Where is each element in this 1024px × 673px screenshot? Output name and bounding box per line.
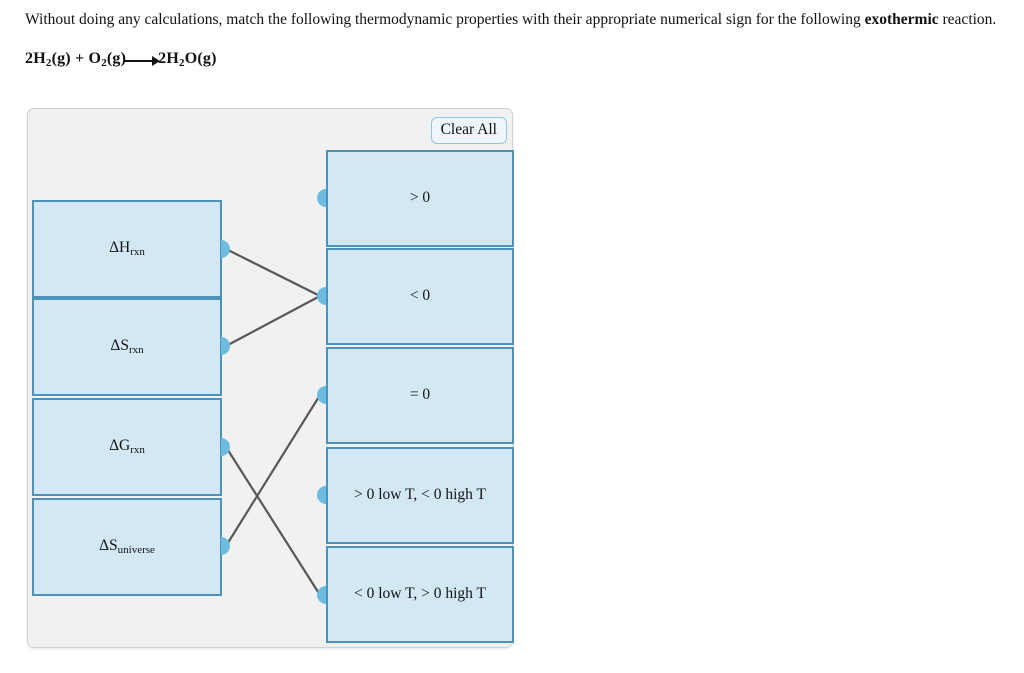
connector-knob-delta-h-rxn[interactable] <box>221 240 230 258</box>
property-tile-delta-h-rxn-label: ΔHrxn <box>109 238 145 258</box>
equation-reactant-2-subscript: 2 <box>101 57 107 69</box>
answer-tile-greater-than-zero[interactable]: > 0 <box>326 150 514 247</box>
answer-tile-pos-low-t-neg-high-t-label: > 0 low T, < 0 high T <box>353 485 486 503</box>
answer-tile-neg-low-t-pos-high-t-label: < 0 low T, > 0 high T <box>353 584 486 602</box>
property-tile-delta-s-universe[interactable]: ΔSuniverse <box>32 498 222 596</box>
connector-knob-less-than-zero[interactable] <box>317 287 326 305</box>
equation-reactant-1-state: (g) <box>51 50 71 67</box>
answer-tile-pos-low-t-neg-high-t[interactable]: > 0 low T, < 0 high T <box>326 447 514 544</box>
equation-product-rest: O <box>184 50 198 67</box>
wire-delta-h-rxn-to-less-than-zero <box>225 248 321 297</box>
connector-knob-delta-s-rxn[interactable] <box>221 337 230 355</box>
equation-plus: + <box>70 50 89 67</box>
answer-tile-neg-low-t-pos-high-t[interactable]: < 0 low T, > 0 high T <box>326 546 514 643</box>
property-tile-delta-g-rxn[interactable]: ΔGrxn <box>32 398 222 496</box>
answer-tile-equal-zero[interactable]: = 0 <box>326 347 514 444</box>
answer-tile-less-than-zero-label: < 0 <box>409 286 431 304</box>
chemical-equation: 2H2(g) + O2(g)2H2O(g) <box>25 50 217 69</box>
connector-knob-delta-g-rxn[interactable] <box>221 438 230 456</box>
connector-knob-neg-low-t-pos-high-t[interactable] <box>317 586 326 604</box>
property-tile-delta-g-rxn-label: ΔGrxn <box>109 436 145 456</box>
connector-knob-greater-than-zero[interactable] <box>317 189 326 207</box>
wire-delta-s-rxn-to-less-than-zero <box>225 295 321 347</box>
clear-all-button[interactable]: Clear All <box>430 117 507 144</box>
connector-knob-equal-zero[interactable] <box>317 386 326 404</box>
property-tile-delta-s-rxn[interactable]: ΔSrxn <box>32 298 222 396</box>
equation-product-state: (g) <box>197 50 217 67</box>
equation-product-subscript: 2 <box>179 57 185 69</box>
property-tile-delta-h-rxn[interactable]: ΔHrxn <box>32 200 222 298</box>
answer-tile-less-than-zero[interactable]: < 0 <box>326 248 514 345</box>
equation-reactant-1-subscript: 2 <box>45 57 52 69</box>
wire-delta-g-rxn-to-neg-low-t-pos-high-t <box>225 446 321 596</box>
answer-tile-greater-than-zero-label: > 0 <box>409 188 431 206</box>
matching-panel: Clear All ΔHrxn ΔSrxn ΔGrxn ΔSuniverse >… <box>27 108 514 648</box>
prompt-text-before: Without doing any calculations, match th… <box>25 11 865 28</box>
property-tile-delta-s-universe-label: ΔSuniverse <box>99 536 155 556</box>
connector-knob-delta-s-universe[interactable] <box>221 537 230 555</box>
prompt-text-after: reaction. <box>938 11 997 28</box>
wire-delta-s-universe-to-equal-zero <box>225 394 321 547</box>
equation-product: 2H <box>158 50 180 67</box>
prompt-emphasis: exothermic <box>864 11 939 28</box>
question-prompt: Without doing any calculations, match th… <box>25 10 1005 30</box>
property-tile-delta-s-rxn-label: ΔSrxn <box>110 336 144 356</box>
equation-reactant-2: O <box>88 50 102 67</box>
equation-reactant-2-state: (g) <box>106 50 127 67</box>
answer-tile-equal-zero-label: = 0 <box>409 385 431 403</box>
equation-reactant-1: 2H <box>25 50 46 67</box>
connector-knob-pos-low-t-neg-high-t[interactable] <box>317 486 326 504</box>
